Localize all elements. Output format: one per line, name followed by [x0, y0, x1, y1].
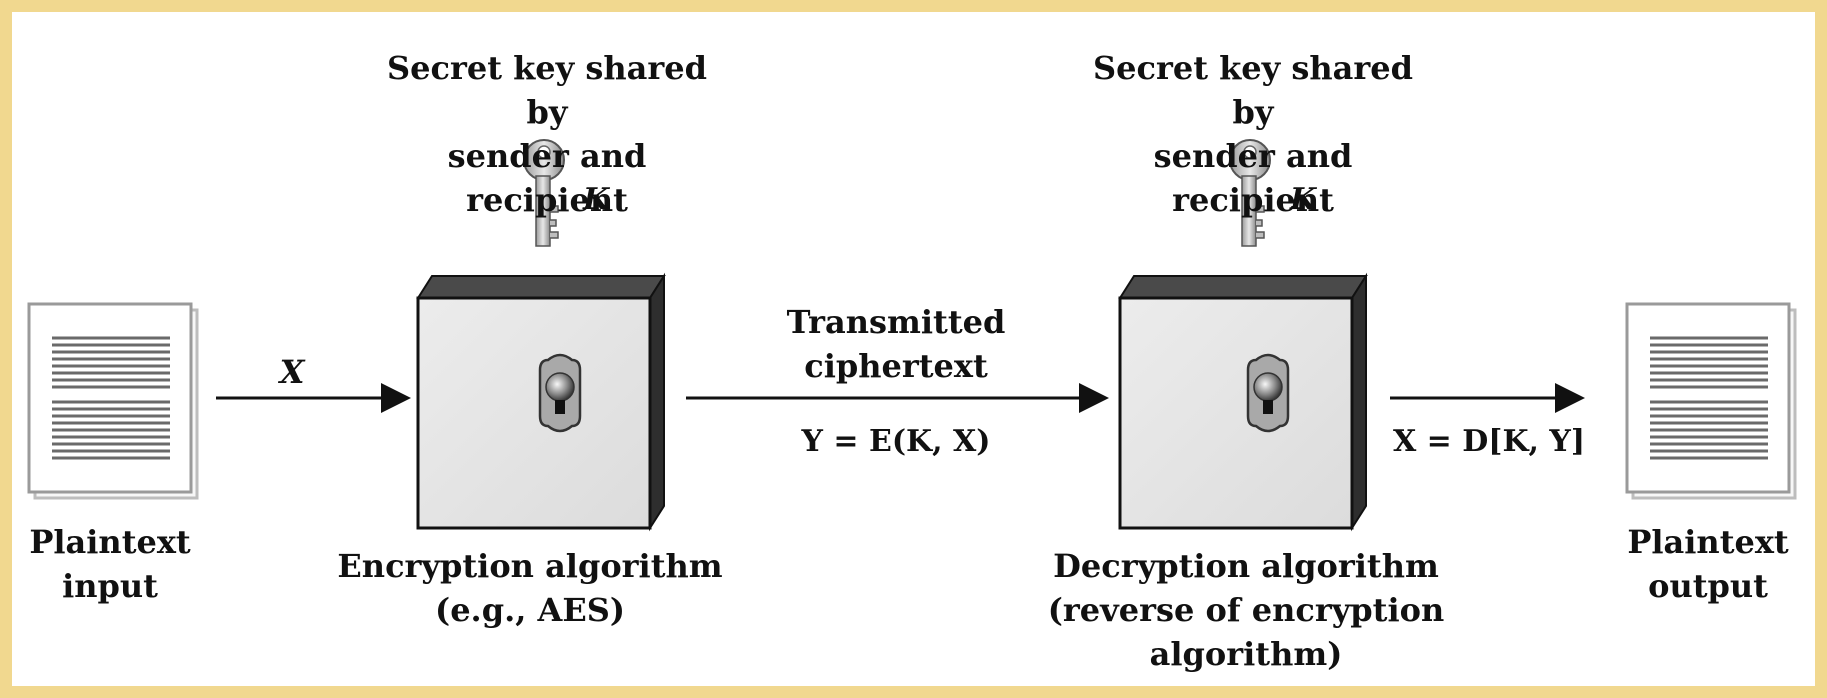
- encryption-label: Encryption algorithm (e.g., AES): [330, 544, 730, 632]
- label-line: (e.g., AES): [435, 591, 625, 629]
- diagram-canvas: [12, 12, 1815, 686]
- transmit-line: Transmitted: [786, 303, 1006, 341]
- plaintext-input-label: Plaintext input: [20, 520, 200, 608]
- right-key-symbol: K: [1289, 182, 1317, 217]
- left-key-symbol: K: [582, 182, 610, 217]
- decryption-label: Decryption algorithm (reverse of encrypt…: [1036, 544, 1456, 676]
- label-line: Decryption algorithm: [1053, 547, 1439, 585]
- caption-line: Secret key shared by: [387, 49, 707, 131]
- label-line: Encryption algorithm: [337, 547, 723, 585]
- label-line: Plaintext: [29, 523, 191, 561]
- input-arrow-label: X: [279, 353, 305, 391]
- decryption-box-icon: [1118, 272, 1368, 532]
- plaintext-input-document-icon: [27, 302, 199, 500]
- transmit-line: ciphertext: [804, 347, 988, 385]
- caption-line: sender and recipient: [1153, 137, 1353, 219]
- caption-line: Secret key shared by: [1093, 49, 1413, 131]
- label-line: algorithm): [1149, 635, 1343, 673]
- caption-line: sender and recipient: [447, 137, 647, 219]
- output-formula: X = D[K, Y]: [1392, 424, 1586, 459]
- plaintext-output-document-icon: [1625, 302, 1797, 500]
- encryption-box-icon: [416, 272, 666, 532]
- transmit-formula: Y = E(K, X): [801, 424, 991, 459]
- right-key-caption: Secret key shared by sender and recipien…: [1078, 46, 1428, 222]
- keyhole-icon: [1246, 353, 1290, 433]
- left-key-caption: Secret key shared by sender and recipien…: [372, 46, 722, 222]
- key-icon: [523, 139, 565, 247]
- keyhole-icon: [538, 353, 582, 433]
- label-line: output: [1648, 567, 1768, 605]
- key-icon: [1229, 139, 1271, 247]
- transmit-label: Transmitted ciphertext: [776, 300, 1016, 388]
- label-line: input: [62, 567, 158, 605]
- plaintext-output-label: Plaintext output: [1618, 520, 1798, 608]
- label-line: Plaintext: [1627, 523, 1789, 561]
- label-line: (reverse of encryption: [1047, 591, 1445, 629]
